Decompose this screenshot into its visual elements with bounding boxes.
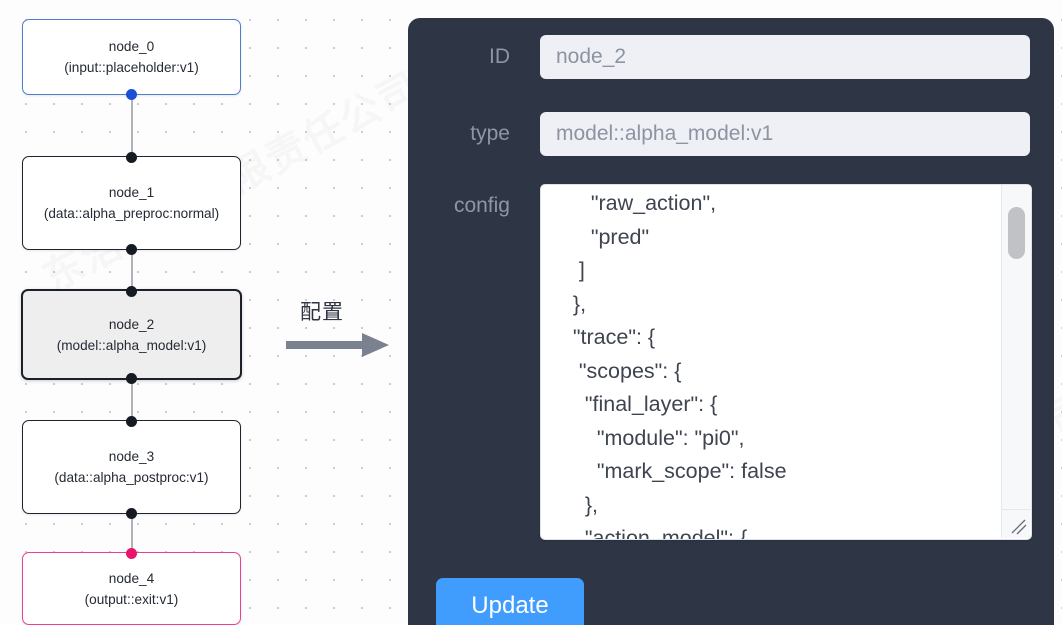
node-port-input[interactable] <box>126 285 137 297</box>
id-input[interactable] <box>540 35 1030 79</box>
graph-node-label: node_3 (data::alpha_postproc:v1) <box>54 449 209 485</box>
graph-node-node_4[interactable]: node_4 (output::exit:v1) <box>22 547 241 625</box>
node-port-input[interactable] <box>126 547 137 559</box>
graph-node-label: node_0 (input::placeholder:v1) <box>64 39 199 75</box>
graph-node-node_2[interactable]: node_2 (model::alpha_model:v1) <box>21 285 242 384</box>
config-field-label: config <box>453 194 510 217</box>
field-row-type: type <box>408 112 1030 156</box>
graph-node-node_1[interactable]: node_1 (data::alpha_preproc:normal) <box>22 151 241 255</box>
edge-node0-node1 <box>130 92 133 160</box>
graph-node-label: node_4 (output::exit:v1) <box>84 570 179 607</box>
update-button[interactable]: Update <box>436 578 584 625</box>
right-arrow-icon <box>286 332 390 363</box>
resize-handle-icon[interactable] <box>1001 509 1030 538</box>
config-scrollbar-thumb[interactable] <box>1008 207 1025 259</box>
config-textarea[interactable]: "raw_action", "pred" ] }, "trace": { "sc… <box>541 185 1003 539</box>
type-input[interactable] <box>540 112 1030 156</box>
node-port-output[interactable] <box>126 243 137 255</box>
node-port-output[interactable] <box>126 88 137 100</box>
bottom-strip <box>0 625 1062 643</box>
node-port-input[interactable] <box>126 415 137 427</box>
id-field-label: ID <box>489 45 510 68</box>
transition-label: 配置 <box>300 300 344 324</box>
edge-node3-node4 <box>130 511 133 556</box>
field-row-id: ID <box>408 35 1030 79</box>
graph-node-label: node_2 (model::alpha_model:v1) <box>56 316 207 353</box>
graph-node-node_0[interactable]: node_0 (input::placeholder:v1) <box>22 19 241 100</box>
node-config-panel: ID type config "raw_action", "pred" ] },… <box>408 18 1054 625</box>
type-field-label: type <box>470 122 510 145</box>
transition-annotation: 配置 <box>286 296 394 362</box>
graph-node-label: node_1 (data::alpha_preproc:normal) <box>43 185 220 221</box>
config-textarea-wrapper: "raw_action", "pred" ] }, "trace": { "sc… <box>540 184 1032 540</box>
edge-node2-node3 <box>130 377 133 424</box>
node-port-output[interactable] <box>126 372 137 384</box>
graph-node-node_3[interactable]: node_3 (data::alpha_postproc:v1) <box>22 415 241 519</box>
edge-node1-node2 <box>130 248 133 293</box>
node-port-input[interactable] <box>126 151 137 163</box>
field-row-config: config "raw_action", "pred" ] }, "trace"… <box>408 184 1032 540</box>
node-port-output[interactable] <box>126 507 137 519</box>
config-scrollbar[interactable] <box>1001 185 1031 511</box>
